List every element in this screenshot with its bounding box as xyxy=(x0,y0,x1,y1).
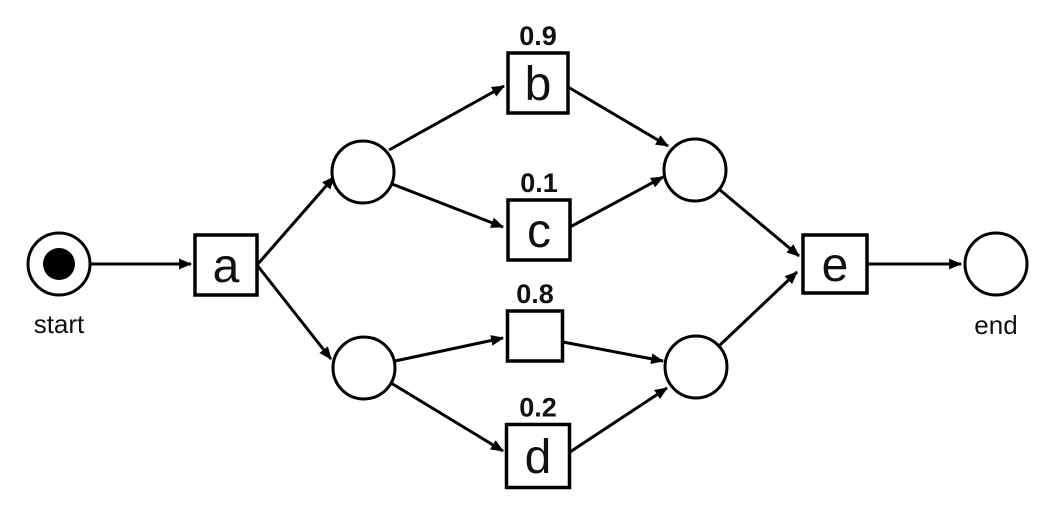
arc-b-to-p3 xyxy=(567,85,669,148)
edge-layer xyxy=(91,84,963,454)
place-end xyxy=(963,231,1029,297)
place-p2 xyxy=(331,335,397,401)
arc-a-to-p1 xyxy=(255,176,336,266)
silent-transition-tau xyxy=(505,309,565,363)
arc-c-to-p3 xyxy=(569,175,664,229)
place-p3 xyxy=(662,137,728,203)
transition-b xyxy=(506,51,570,115)
weight-label-tau: 0.8 xyxy=(516,279,554,309)
transition-label-b: b xyxy=(525,58,552,111)
arc-p2-to-d xyxy=(390,381,504,453)
transition-e xyxy=(801,233,869,295)
arc-d-to-p4 xyxy=(569,386,668,454)
transition-c xyxy=(506,198,572,262)
arc-p1-to-c xyxy=(391,182,505,229)
weight-label-b: 0.9 xyxy=(519,21,557,51)
place-p4 xyxy=(663,334,729,400)
node-layer: start end a b 0.9 c 0.1 0.8 d 0.2 e xyxy=(26,21,1029,490)
arc-p2-to-tau xyxy=(394,335,505,363)
place-label-end: end xyxy=(974,310,1017,340)
arc-p1-to-b xyxy=(388,84,505,152)
place-p1 xyxy=(330,139,396,205)
arc-a-to-p2 xyxy=(255,264,333,360)
arc-p3-to-e xyxy=(719,188,800,258)
place-label-start: start xyxy=(34,309,85,339)
weight-label-c: 0.1 xyxy=(520,168,558,198)
transition-label-a: a xyxy=(213,240,240,293)
transition-d xyxy=(504,422,572,490)
transition-label-c: c xyxy=(527,205,551,258)
arc-p4-to-e xyxy=(718,270,799,347)
transition-label-d: d xyxy=(525,431,552,484)
transition-label-e: e xyxy=(822,239,849,292)
arc-tau-to-p4 xyxy=(562,340,665,365)
token-dot xyxy=(43,248,75,280)
transition-a xyxy=(193,233,259,297)
weight-label-d: 0.2 xyxy=(519,393,557,423)
